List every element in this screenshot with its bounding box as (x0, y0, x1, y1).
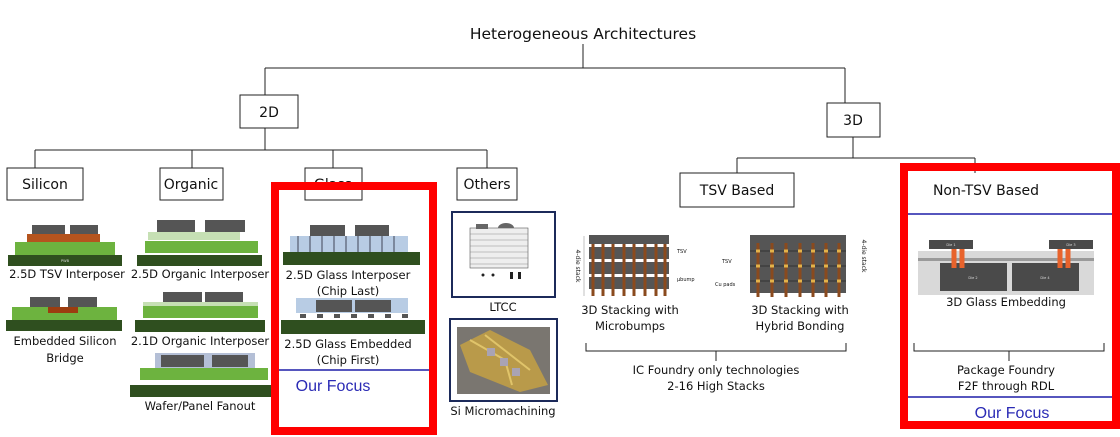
svg-text:Die 1: Die 1 (946, 243, 955, 247)
svg-text:2D: 2D (259, 105, 279, 121)
cu-pads-label: Cu pads (715, 282, 736, 288)
label-wafer-panel-fanout: Wafer/Panel Fanout (145, 399, 256, 413)
glass-embedded-figure (281, 298, 425, 334)
glass-interposer-figure (283, 225, 420, 265)
tree-connectors (34, 44, 976, 173)
nontsv-our-focus: Our Focus (975, 405, 1050, 422)
svg-text:Die 2: Die 2 (968, 276, 977, 280)
label-embedded-silicon-bridge-2: Bridge (46, 351, 84, 365)
ltcc-figure (451, 211, 556, 298)
svg-text:3D: 3D (843, 113, 863, 129)
embedded-bridge-figure (6, 297, 122, 331)
nontsv-focus-frame (900, 163, 1120, 429)
label-2-5d-glass-interposer: 2.5D Glass Interposer (286, 268, 411, 282)
svg-text:PWB: PWB (61, 259, 70, 263)
label-microbumps-2: Microbumps (595, 319, 665, 333)
tsv-summary-1: IC Foundry only technologies (633, 363, 800, 377)
node-tsv-based: TSV Based (679, 172, 795, 208)
microbump-stack-figure (583, 235, 669, 296)
svg-text:TSV Based: TSV Based (699, 183, 774, 199)
label-ltcc: LTCC (489, 300, 516, 314)
organic-21d-figure (135, 292, 265, 332)
diagram-title: Heterogeneous Architectures (470, 25, 696, 43)
label-si-micromachining: Si Micromachining (450, 404, 555, 418)
tsv-label-left: TSV (676, 249, 687, 255)
label-embedded-silicon-bridge: Embedded Silicon (13, 334, 116, 348)
node-2d: 2D (239, 94, 299, 129)
hybrid-bonding-stack-figure (750, 235, 846, 297)
label-hybrid-2: Hybrid Bonding (756, 319, 845, 333)
nontsv-brace (913, 343, 1105, 361)
tsv-summary-2: 2-16 High Stacks (667, 379, 765, 393)
label-2-5d-organic-interposer: 2.5D Organic Interposer (131, 267, 270, 281)
node-organic: Organic (159, 167, 224, 201)
tsv-interposer-figure: PWB (8, 225, 122, 266)
label-chip-first: (Chip First) (317, 353, 380, 367)
svg-text:Silicon: Silicon (22, 177, 68, 193)
nontsv-summary-2: F2F through RDL (958, 379, 1055, 393)
svg-text:Organic: Organic (164, 177, 218, 193)
node-others: Others (456, 167, 518, 201)
svg-text:Others: Others (463, 177, 510, 193)
label-chip-last: (Chip Last) (317, 284, 379, 298)
ubump-label: µbump (677, 277, 695, 283)
stack-label-left: 4-die stack (574, 250, 581, 284)
glass-our-focus: Our Focus (296, 378, 371, 395)
node-silicon: Silicon (6, 167, 84, 201)
label-2-5d-tsv-interposer: 2.5D TSV Interposer (9, 267, 125, 281)
label-3d-glass-embedding: 3D Glass Embedding (946, 295, 1066, 309)
si-micromachining-photo (449, 318, 558, 402)
label-hybrid-1: 3D Stacking with (751, 303, 849, 317)
svg-text:Die 4: Die 4 (1040, 276, 1050, 280)
fanout-figure (130, 353, 272, 397)
glass-embedding-figure: Die 1 Die 3 Die 2 Die 4 (918, 240, 1094, 295)
nontsv-summary-1: Package Foundry (957, 363, 1055, 377)
label-2-1d-organic-interposer: 2.1D Organic Interposer (131, 334, 270, 348)
organic-interposer-figure (137, 220, 262, 266)
tsv-brace (585, 343, 847, 361)
label-2-5d-glass-embedded: 2.5D Glass Embedded (284, 337, 411, 351)
stack-label-right: 4-die stack (860, 240, 867, 274)
node-3d: 3D (826, 102, 881, 138)
tsv-label-right: TSV (721, 259, 732, 265)
label-microbumps-1: 3D Stacking with (581, 303, 679, 317)
glass-focus-frame (271, 182, 437, 435)
node-non-tsv-based: Non-TSV Based (933, 183, 1039, 199)
svg-text:Die 3: Die 3 (1066, 243, 1075, 247)
